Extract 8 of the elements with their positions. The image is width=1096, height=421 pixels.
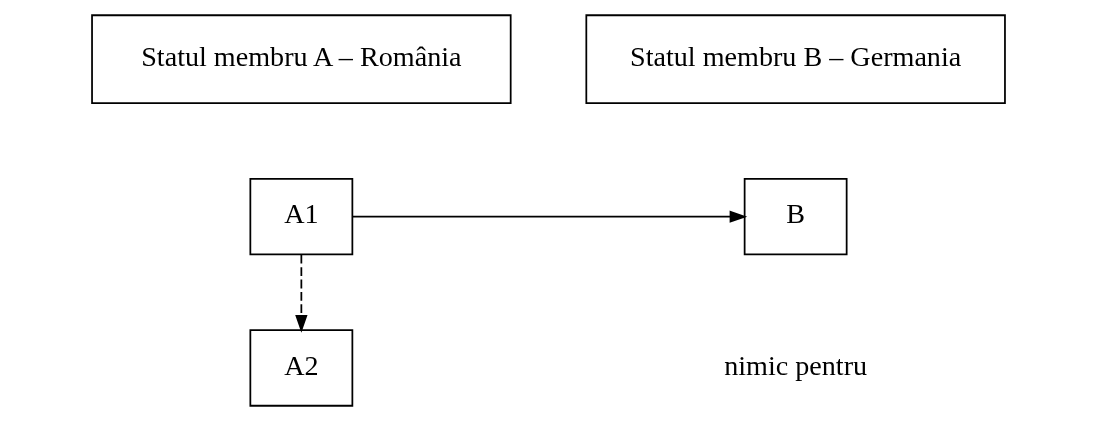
node-box: Statul membru A – România [90,14,512,105]
node-box: Statul membru B – Germania [584,14,1006,105]
label: nimic pentru [723,349,867,381]
arrow [294,254,307,333]
arrow [351,210,747,223]
node-box: A2 [248,329,353,407]
node-box: A1 [248,177,353,256]
node-box: B [743,177,848,256]
